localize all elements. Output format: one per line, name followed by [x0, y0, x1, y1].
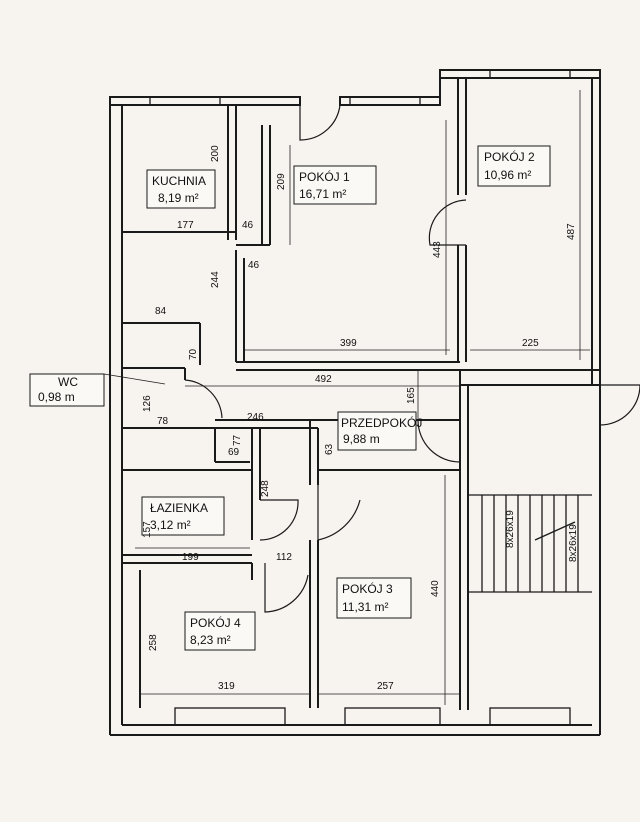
label-box-kuchnia	[146, 169, 216, 209]
room-name-pokoj3: POKÓJ 3	[342, 581, 393, 596]
dim-443: 443	[432, 241, 443, 258]
label-box-przedpokoj	[337, 411, 417, 451]
dim-69: 69	[228, 447, 240, 458]
dim-225: 225	[522, 338, 539, 349]
dim-165: 165	[406, 387, 417, 404]
dim-319: 319	[218, 681, 235, 692]
label-box-wc	[29, 373, 105, 407]
room-area-pokoj2: 10,96 m²	[484, 168, 531, 182]
dim-157: 157	[142, 521, 153, 538]
dim-200: 200	[210, 145, 221, 162]
room-name-pokoj4: POKÓJ 4	[190, 615, 241, 630]
stair-label-1: 8x26x19	[505, 510, 516, 548]
door-pokoj3	[317, 485, 361, 541]
door-stair-exit	[599, 384, 640, 426]
door-lazienka	[259, 499, 299, 541]
room-area-przedpokoj: 9,88 m	[343, 432, 380, 446]
dimension-labels: 200 177 46 46 209 244 84 70 443 487 399 …	[142, 145, 579, 692]
wall-top-left	[109, 96, 301, 106]
label-box-pokoj3	[336, 577, 412, 619]
dim-440: 440	[430, 580, 441, 597]
dim-492: 492	[315, 374, 332, 385]
dimline-wc-leader	[103, 373, 166, 385]
dim-77: 77	[232, 434, 243, 446]
dim-399: 399	[340, 338, 357, 349]
label-box-pokoj2	[477, 145, 551, 187]
stair-break-line	[534, 521, 576, 541]
dim-63: 63	[324, 443, 335, 455]
dim-84: 84	[155, 306, 167, 317]
label-box-pokoj1	[293, 165, 377, 205]
room-name-przedpokoj: PRZEDPOKÓJ	[341, 415, 422, 430]
dim-70: 70	[188, 348, 199, 360]
door-pokoj1-balcony	[299, 104, 341, 141]
door-entrance	[417, 419, 461, 463]
dim-126: 126	[142, 395, 153, 412]
room-labels: KUCHNIA 8,19 m² POKÓJ 1 16,71 m² POKÓJ 2…	[29, 145, 551, 651]
dim-246: 246	[247, 412, 264, 423]
dim-258: 258	[148, 634, 159, 651]
window-pokoj4	[174, 707, 286, 726]
room-area-kuchnia: 8,19 m²	[158, 191, 199, 205]
room-area-pokoj3: 11,31 m²	[342, 600, 388, 614]
dimension-lines	[103, 90, 590, 705]
dim-78: 78	[157, 416, 169, 427]
room-area-pokoj1: 16,71 m²	[299, 187, 346, 201]
staircase	[468, 494, 592, 593]
label-box-pokoj4	[184, 611, 256, 651]
wall-top-right	[439, 69, 601, 79]
dim-177: 177	[177, 220, 194, 231]
window-stair	[489, 707, 571, 726]
room-name-lazienka: ŁAZIENKA	[150, 501, 208, 515]
room-name-wc: WC	[58, 375, 78, 389]
dim-112: 112	[276, 552, 292, 563]
dim-248: 248	[260, 480, 271, 497]
room-name-pokoj1: POKÓJ 1	[299, 169, 350, 184]
room-area-lazienka: 3,12 m²	[150, 518, 191, 532]
window-pokoj3	[344, 707, 441, 726]
door-pokoj2	[428, 199, 467, 246]
stair-label-2: 8x26x19	[568, 524, 579, 562]
room-area-pokoj4: 8,23 m²	[190, 633, 231, 647]
door-wc	[184, 379, 223, 419]
doors	[184, 104, 640, 613]
dim-487: 487	[566, 223, 577, 240]
room-name-pokoj2: POKÓJ 2	[484, 149, 535, 164]
door-pokoj4	[264, 563, 309, 613]
dim-257: 257	[377, 681, 394, 692]
dim-199: 199	[182, 552, 199, 563]
dim-46a: 46	[242, 220, 254, 231]
room-area-wc: 0,98 m	[38, 390, 75, 404]
label-box-lazienka	[141, 496, 225, 536]
wall-top-middle	[339, 96, 441, 106]
room-name-kuchnia: KUCHNIA	[152, 174, 206, 188]
dim-209: 209	[276, 173, 287, 190]
window-pokoj1	[349, 96, 421, 106]
outer-walls	[109, 69, 601, 736]
dim-46b: 46	[248, 260, 260, 271]
window-pokoj2	[489, 69, 571, 79]
window-kitchen	[149, 96, 221, 106]
dim-244: 244	[210, 271, 221, 288]
